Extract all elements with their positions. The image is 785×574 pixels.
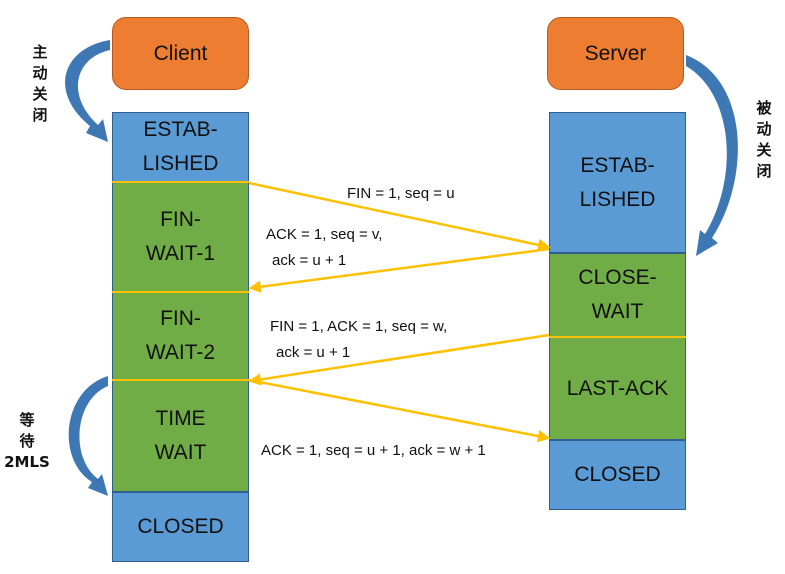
client-title: Client <box>153 41 208 65</box>
server-state-closed-line1: CLOSED <box>574 463 661 486</box>
msg-ack-line1: ACK = 1, seq = v, <box>266 226 383 243</box>
msg-fin-ack: FIN = 1, ACK = 1, seq = w, ack = u + 1 <box>270 314 447 366</box>
time-wait-note: 等 待 2MLS <box>2 410 52 473</box>
client-active-close-note: 主动关闭 <box>28 42 52 126</box>
client-state-time-wait-line1: TIME <box>155 407 206 430</box>
msg-fin: FIN = 1, seq = u <box>347 181 455 207</box>
server-state-close-wait-line2: WAIT <box>591 300 644 323</box>
msg-ack-line2: ack = u + 1 <box>272 252 347 269</box>
msg-final-ack: ACK = 1, seq = u + 1, ack = w + 1 <box>261 438 486 464</box>
fin-ack-arrow <box>248 333 550 386</box>
msg-ack: ACK = 1, seq = v, ack = u + 1 <box>266 222 382 274</box>
client-state-time-wait: TIME WAIT <box>112 380 249 492</box>
time-wait-note-line1: 等 <box>19 411 35 429</box>
time-wait-note-line3: 2MLS <box>4 453 50 471</box>
client-header: Client <box>112 17 249 90</box>
client-state-closed: CLOSED <box>112 492 249 562</box>
client-divider-1 <box>112 181 249 183</box>
ack-arrow <box>248 247 550 293</box>
server-state-last-ack-line1: LAST-ACK <box>566 376 669 400</box>
server-state-closed: CLOSED <box>549 440 686 510</box>
server-state-established-line1: ESTAB- <box>580 153 655 177</box>
client-state-established-line1: ESTAB- <box>143 118 218 141</box>
time-wait-note-line2: 待 <box>19 432 35 450</box>
final-ack-arrow <box>248 378 551 443</box>
client-state-fin-wait-2-line1: FIN- <box>160 307 201 330</box>
server-divider-1 <box>549 336 686 338</box>
server-passive-close-text: 被动关闭 <box>756 99 772 180</box>
msg-fin-ack-line1: FIN = 1, ACK = 1, seq = w, <box>270 318 448 335</box>
server-header: Server <box>547 17 684 90</box>
client-divider-3 <box>112 379 249 381</box>
msg-fin-ack-line2: ack = u + 1 <box>276 344 351 361</box>
client-state-fin-wait-2-line2: WAIT-2 <box>145 341 216 364</box>
client-state-established-line2: LISHED <box>142 152 219 175</box>
server-state-close-wait-line1: CLOSE- <box>578 266 657 289</box>
server-title: Server <box>584 41 647 65</box>
client-close-curve <box>65 40 110 142</box>
server-close-curve <box>686 55 738 256</box>
client-active-close-text: 主动关闭 <box>32 43 48 124</box>
client-state-time-wait-line2: WAIT <box>154 441 207 464</box>
client-state-fin-wait-1-line1: FIN- <box>160 208 201 231</box>
client-state-established: ESTAB- LISHED <box>112 112 249 182</box>
msg-fin-line1: FIN = 1, seq = u <box>347 185 455 202</box>
client-state-fin-wait-1-line2: WAIT-1 <box>145 242 216 265</box>
fin-arrow <box>248 181 551 252</box>
time-wait-curve <box>68 376 108 496</box>
server-state-close-wait: CLOSE- WAIT <box>549 253 686 337</box>
client-divider-2 <box>112 291 249 293</box>
client-state-closed-line1: CLOSED <box>137 515 224 538</box>
server-state-established: ESTAB- LISHED <box>549 112 686 253</box>
server-passive-close-note: 被动关闭 <box>752 98 776 182</box>
server-state-established-line2: LISHED <box>579 187 656 211</box>
msg-final-ack-line1: ACK = 1, seq = u + 1, ack = w + 1 <box>261 442 486 459</box>
